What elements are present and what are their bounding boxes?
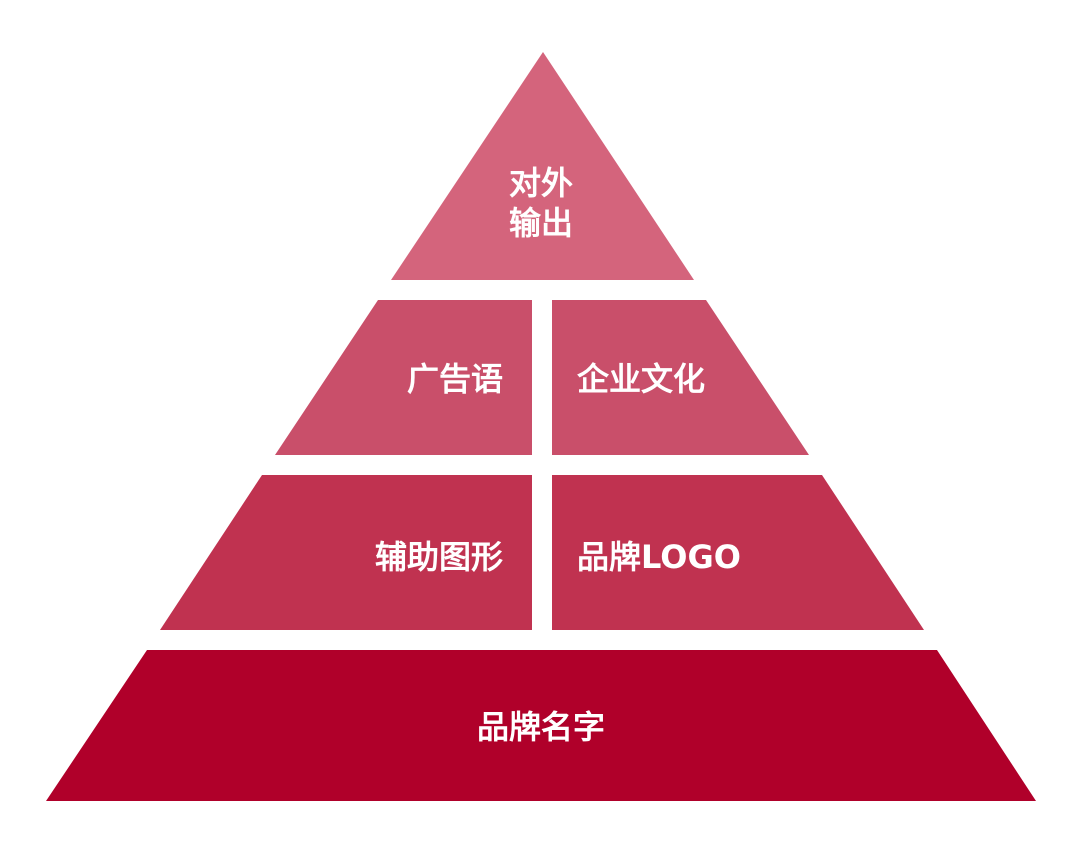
pyramid-top-segment bbox=[391, 52, 694, 280]
pyramid-tier2-left-segment bbox=[275, 300, 532, 455]
pyramid-tier2-right-segment bbox=[552, 300, 809, 455]
pyramid-base-segment bbox=[46, 650, 1036, 801]
pyramid-tier3-right-segment bbox=[552, 475, 924, 630]
pyramid-tier3-right-label: 品牌LOGO bbox=[577, 538, 741, 576]
pyramid-top-label-line2: 输出 bbox=[509, 204, 573, 242]
pyramid-tier3-left-segment bbox=[160, 475, 532, 630]
pyramid-tier2-right-label: 企业文化 bbox=[577, 360, 705, 398]
pyramid-top-label-line1: 对外 bbox=[509, 164, 573, 202]
pyramid-tier2-left-label: 广告语 bbox=[407, 360, 503, 398]
pyramid-tier3-left-label: 辅助图形 bbox=[375, 538, 503, 576]
pyramid-base-label: 品牌名字 bbox=[477, 708, 605, 746]
